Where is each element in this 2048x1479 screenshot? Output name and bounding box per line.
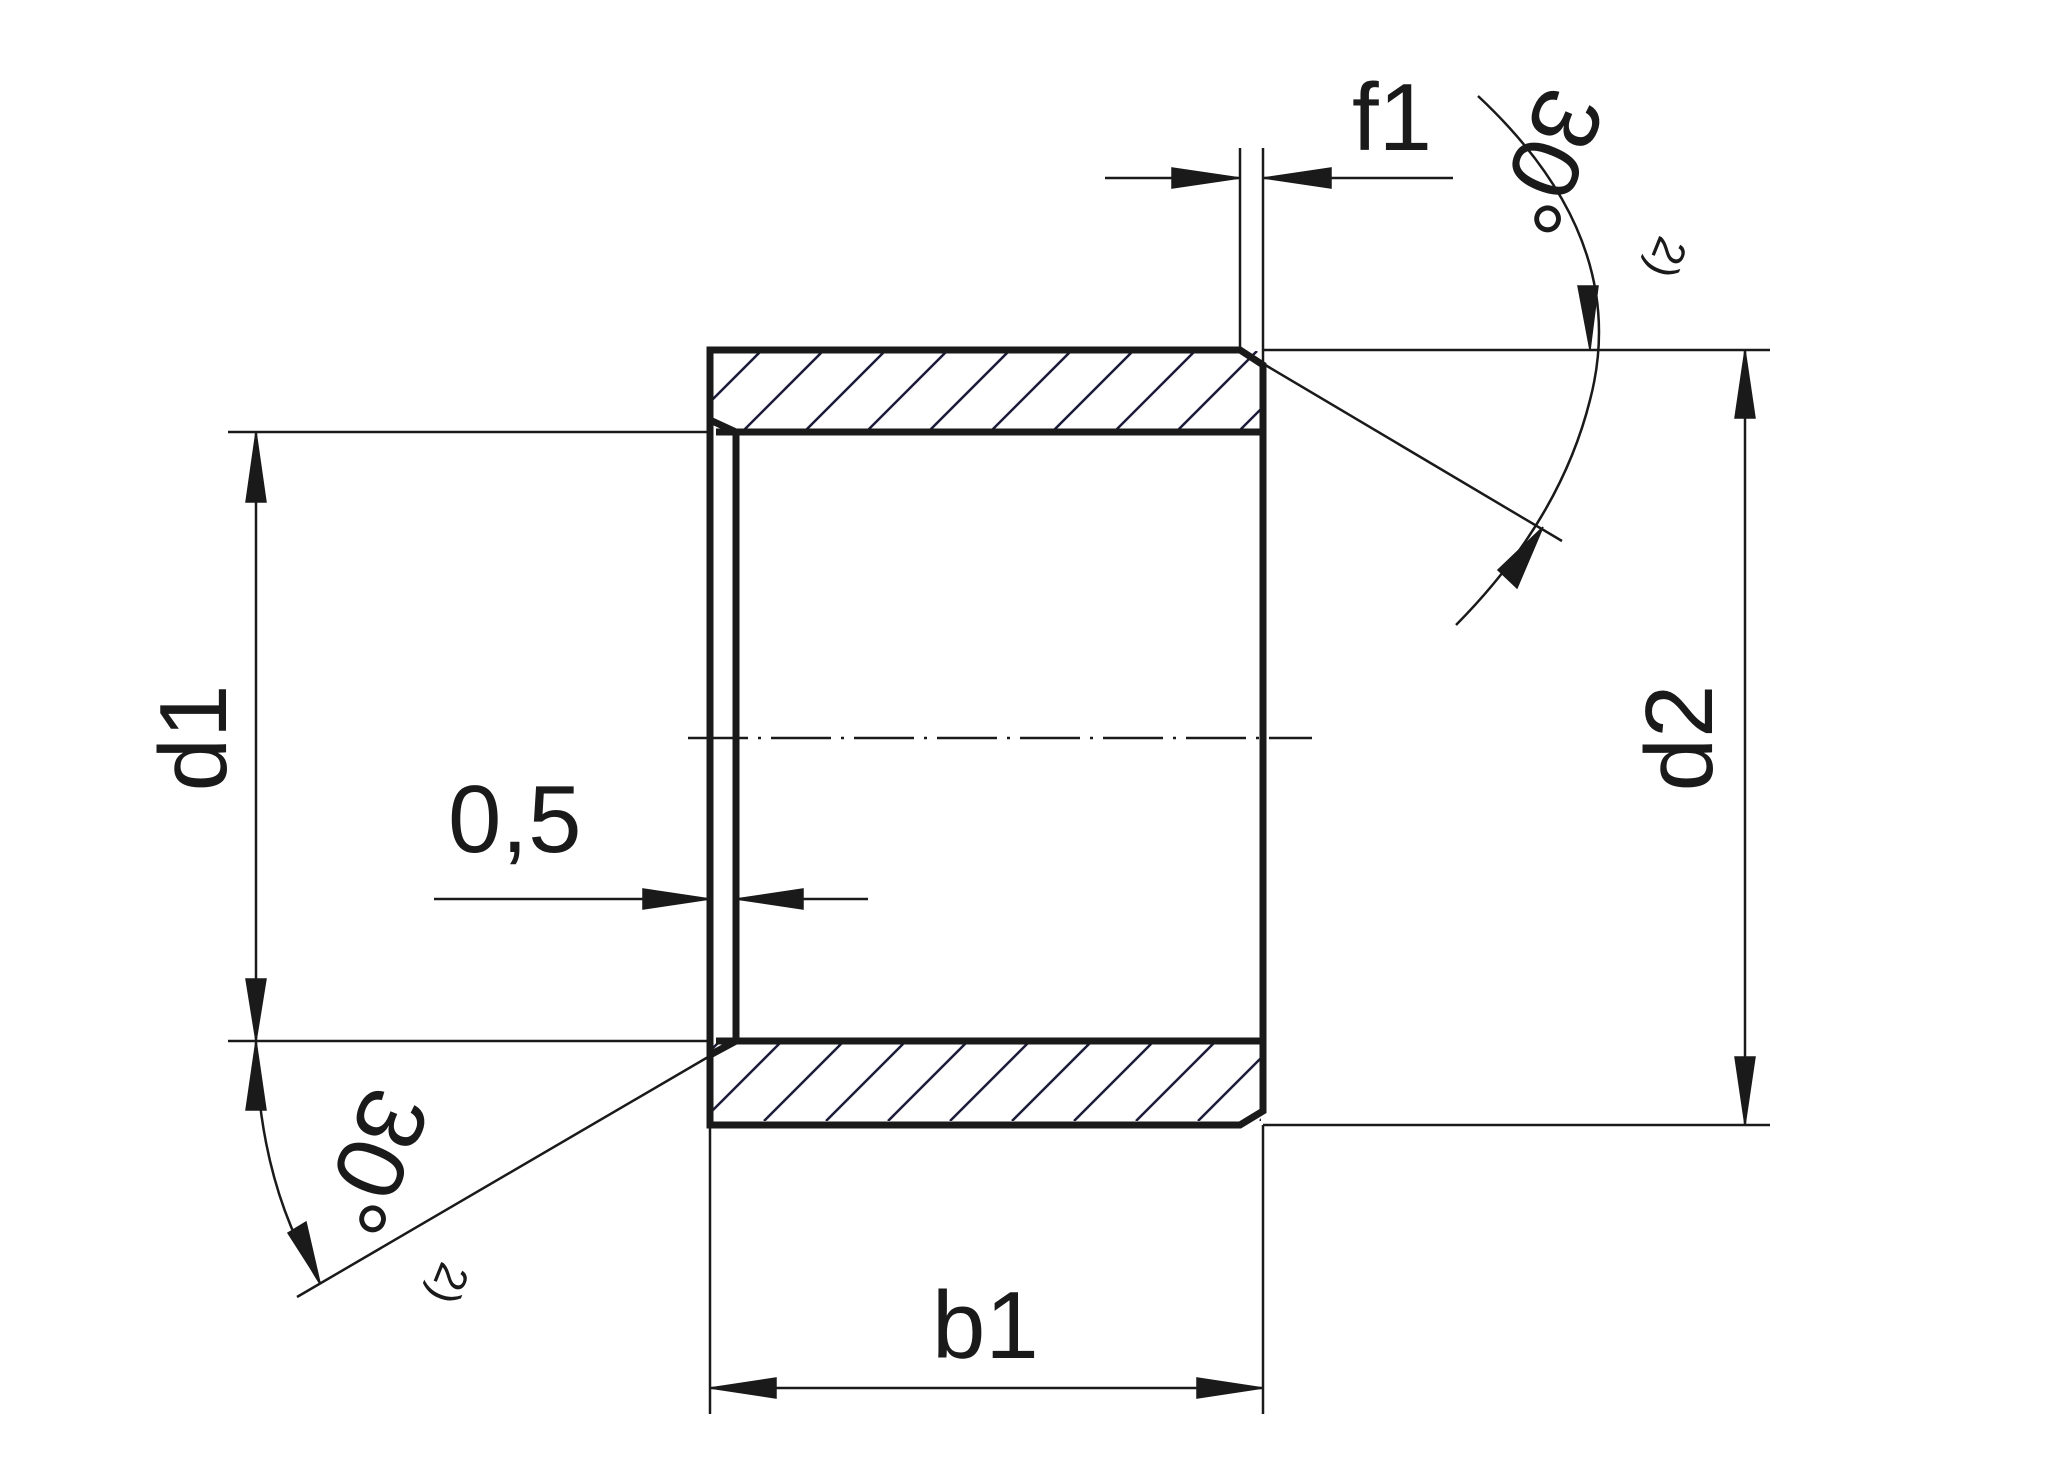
arrow-angle-top-upper: [1577, 285, 1599, 351]
hatch-line: [825, 1041, 907, 1121]
hatch-line: [763, 1041, 845, 1121]
hatch-line: [743, 351, 824, 430]
hatch-line: [1259, 1118, 1261, 1121]
arrow-d1-bottom: [245, 978, 267, 1042]
label-f1: f1: [1352, 64, 1432, 171]
dimension-lines: [254, 95, 1747, 1390]
hatch-line: [929, 351, 1010, 430]
hatch-line: [1197, 1056, 1261, 1121]
hatch-line: [867, 351, 948, 430]
arrow-b1-right: [1196, 1377, 1264, 1399]
arrow-f1-left: [1171, 167, 1241, 189]
hatch-line: [991, 351, 1072, 430]
hatch-line: [949, 1041, 1031, 1121]
label-footnote-top: 2): [1636, 230, 1696, 285]
hatch-line: [1115, 351, 1196, 430]
hatch-line: [1177, 351, 1258, 430]
hatch-line: [713, 1041, 783, 1112]
label-footnote-bottom: 2): [418, 1256, 478, 1311]
chamfer-top-left: [708, 416, 738, 436]
arrow-d1-top: [245, 431, 267, 503]
hatch-line: [805, 351, 886, 430]
arrow-thickness-right: [735, 888, 804, 910]
arrow-angle-top-lower: [1496, 526, 1544, 590]
label-thickness: 0,5: [448, 766, 581, 873]
hatch-bottom-wall: [713, 1041, 1402, 1121]
label-d1: d1: [140, 685, 247, 792]
arrow-angle-bottom: [286, 1220, 321, 1284]
hatch-line: [1322, 1041, 1402, 1121]
hatch-line: [887, 1041, 969, 1121]
extension-lines: [228, 148, 1770, 1414]
hatch-line: [713, 351, 762, 401]
arrow-d1-bottom-outer: [245, 1040, 267, 1111]
hatch-line: [1135, 1041, 1217, 1121]
hatch-line: [1302, 351, 1381, 430]
hatch-line: [620, 351, 699, 430]
arrow-thickness-left: [642, 888, 711, 910]
label-angle-top: 30°: [1471, 74, 1625, 249]
hatch-line: [1011, 1041, 1093, 1121]
chamfer-ext-bottom: [296, 1041, 733, 1299]
arrow-f1-right: [1262, 167, 1332, 189]
label-d2: d2: [1626, 685, 1733, 792]
arrow-b1-left: [709, 1377, 777, 1399]
hatch-line: [1053, 351, 1134, 430]
label-b1: b1: [932, 1272, 1039, 1379]
hatch-line: [1073, 1041, 1155, 1121]
arrow-d2-top: [1734, 349, 1756, 419]
hatch-top-wall: [620, 351, 1381, 430]
arrowheads: [245, 167, 1756, 1399]
chamfer-ext-top: [1239, 348, 1563, 543]
arrow-d2-bottom: [1734, 1056, 1756, 1126]
hatch-line: [1239, 407, 1261, 430]
